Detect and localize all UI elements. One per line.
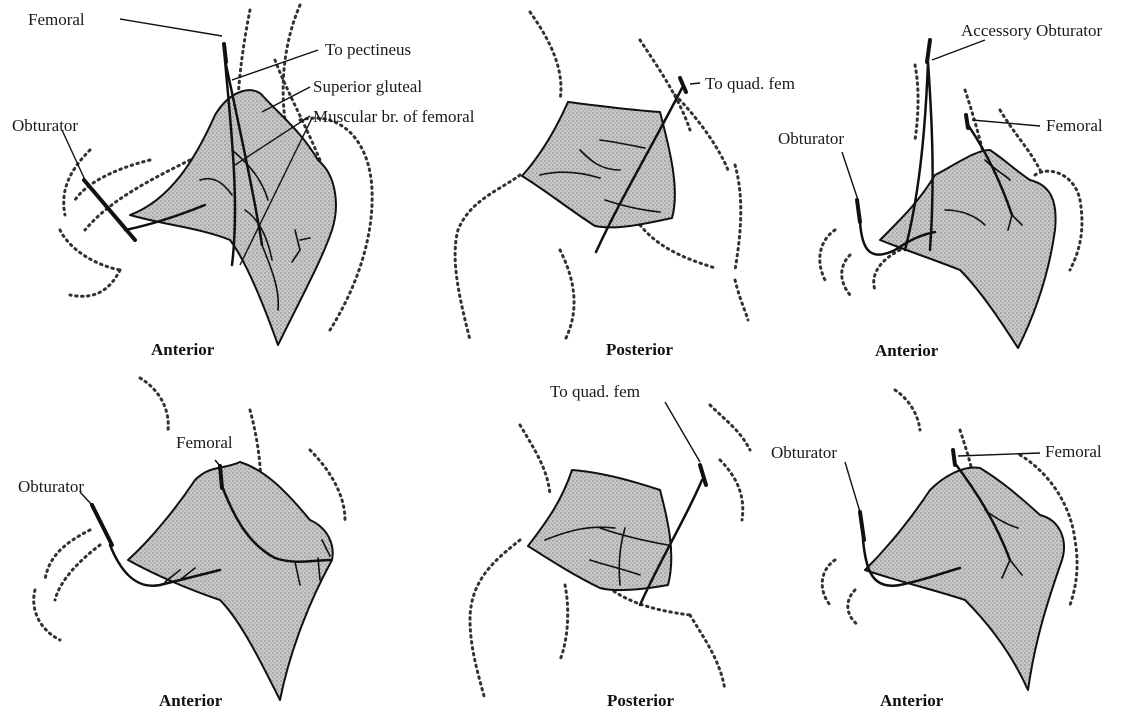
label-to-pectineus: To pectineus	[325, 40, 411, 59]
accessory-obturator-nerve	[927, 40, 930, 62]
leader-femoral	[958, 453, 1040, 456]
label-femoral: Femoral	[1045, 442, 1102, 461]
label-femoral: Femoral	[176, 433, 233, 452]
leader-femoral	[120, 19, 222, 36]
obturator-nerve	[84, 180, 135, 240]
leader-obturator	[62, 130, 85, 180]
capsule-shape	[865, 467, 1064, 690]
leader-superior-gluteal	[262, 87, 310, 112]
caption-posterior: Posterior	[607, 691, 674, 710]
label-obturator: Obturator	[771, 443, 837, 462]
label-accessory-obturator: Accessory Obturator	[961, 21, 1102, 40]
caption-anterior: Anterior	[875, 341, 939, 360]
leader-femoral	[215, 460, 220, 466]
panel-bottom-left: Femoral Obturator Anterior	[18, 378, 345, 710]
panel-bottom-middle: To quad. fem Posterior	[470, 382, 750, 710]
capsule-shape	[528, 470, 671, 590]
panel-top-middle: To quad. fem Posterior	[455, 12, 795, 359]
label-obturator: Obturator	[18, 477, 84, 496]
label-femoral: Femoral	[1046, 116, 1103, 135]
panel-bottom-right: Femoral Obturator Anterior	[771, 390, 1102, 710]
caption-anterior: Anterior	[151, 340, 215, 359]
panel-top-left: Femoral To pectineus Superior gluteal Mu…	[12, 5, 475, 359]
label-femoral: Femoral	[28, 10, 85, 29]
panel-top-right: Accessory Obturator Femoral Obturator An…	[778, 21, 1103, 360]
leader-obturator	[845, 462, 860, 512]
label-obturator: Obturator	[12, 116, 78, 135]
capsule-shape	[128, 462, 333, 700]
leader-accessory-obturator	[932, 40, 985, 60]
label-muscular-branch: Muscular br. of femoral	[313, 107, 475, 126]
leader-obturator	[842, 152, 858, 200]
caption-anterior: Anterior	[159, 691, 223, 710]
label-obturator: Obturator	[778, 129, 844, 148]
obturator-nerve	[92, 505, 112, 545]
leader-to-quad-fem	[690, 83, 700, 84]
leader-to-pectineus	[232, 50, 318, 80]
label-superior-gluteal: Superior gluteal	[313, 77, 422, 96]
obturator-nerve	[857, 200, 860, 222]
caption-posterior: Posterior	[606, 340, 673, 359]
obturator-nerve	[860, 512, 864, 540]
femoral-nerve	[220, 466, 222, 488]
caption-anterior: Anterior	[880, 691, 944, 710]
label-to-quad-fem: To quad. fem	[550, 382, 640, 401]
label-to-quad-fem: To quad. fem	[705, 74, 795, 93]
leader-to-quad-fem	[665, 402, 700, 462]
